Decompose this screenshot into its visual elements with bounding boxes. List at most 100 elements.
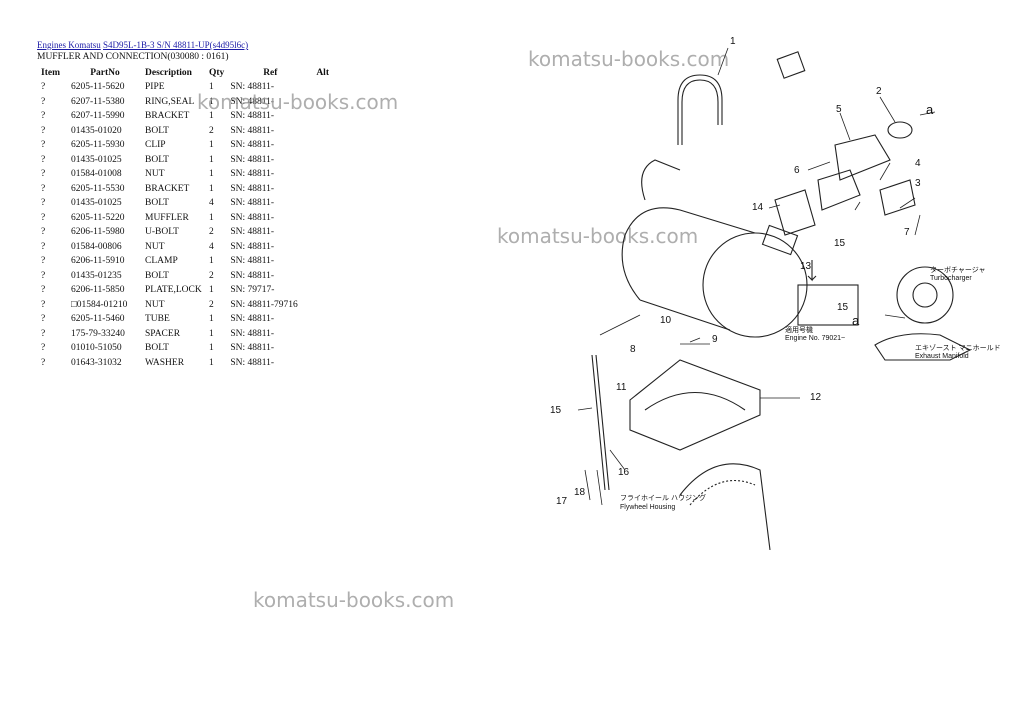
muffler-end [702,232,808,338]
cell-ref: SN: 48811- [230,270,275,281]
muffler-inlet-pipe [641,159,681,201]
cell-partno: 6207-11-5380 [71,96,125,107]
bracket-part [879,179,916,216]
cell-partno: 01435-01025 [71,154,122,165]
callout-number: 1 [730,36,736,47]
cell-description: PLATE,LOCK [145,285,202,296]
cell-alt [313,225,349,240]
cell-partno: 6206-11-5980 [71,227,125,238]
cell-qty: 1 [209,256,214,267]
turbocharger-part [896,266,954,324]
cell-item: ? [41,285,46,296]
manifold-label-en: Exhaust Manifold [915,353,969,360]
flywheel-label-jp: フライホイール ハウジング [620,493,706,502]
callout-number: 11 [616,382,627,393]
watermark: komatsu-books.com [253,588,455,612]
cell-qty: 2 [209,125,214,136]
breadcrumb-link-engines[interactable]: Engines Komatsu [37,40,101,50]
cell-ref: SN: 48811- [230,227,275,238]
callout-number: 14 [752,202,764,213]
cell-partno: 01584-01008 [71,169,122,180]
cell-ref: SN: 48811- [230,169,275,180]
cell-item: ? [41,256,46,267]
cell-partno: 01435-01025 [71,198,122,209]
header-item: Item [41,68,60,78]
breadcrumb: Engines Komatsu S4D95L-1B-3 S/N 48811-UP… [37,40,248,50]
cell-qty: 1 [209,285,214,296]
callout-number: 15 [834,238,846,249]
header-description: Description [145,68,192,78]
detail-arrow [807,260,817,282]
cell-item: ? [41,357,46,368]
cell-partno: □01584-01210 [71,299,128,310]
cell-qty: 1 [209,154,214,165]
callout-number: 4 [915,158,921,169]
cell-description: MUFFLER [145,212,189,223]
cell-alt [313,124,349,139]
cell-alt [313,196,349,211]
muffler-bottom-edge [639,299,731,331]
ring-seal-part [887,121,913,139]
cell-ref: SN: 79717- [230,285,275,296]
callout-number: 8 [630,344,636,355]
muffler-top-edge [624,207,756,236]
cell-description: U-BOLT [145,227,179,238]
header-ref: Ref [263,68,278,78]
callout-number: 7 [904,227,910,238]
cell-partno: 01010-51050 [71,343,122,354]
cell-alt [313,298,349,313]
cell-ref: SN: 48811- [230,328,275,339]
cell-ref: SN: 48811- [230,198,275,209]
cell-partno: 6207-11-5990 [71,111,125,122]
cell-item: ? [41,111,46,122]
manifold-label-jp: エキゾースト マニホールド [915,344,1000,352]
callout-number: 6 [794,165,800,176]
cell-item: ? [41,154,46,165]
turbocharger-hub [912,282,938,308]
cell-description: TUBE [145,314,170,325]
cell-ref: SN: 48811- [230,314,275,325]
muffler-back [621,234,641,301]
cell-alt [313,312,349,327]
cell-description: BOLT [145,154,169,165]
cell-alt [313,80,349,95]
cell-item: ? [41,270,46,281]
callout-number: 5 [836,104,842,115]
cell-alt [313,167,349,182]
breadcrumb-link-model[interactable]: S4D95L-1B-3 S/N 48811-UP(s4d95l6c) [103,40,249,50]
cell-qty: 1 [209,357,214,368]
bracket-lower-part [774,189,816,236]
cell-ref: SN: 48811- [230,256,275,267]
cell-item: ? [41,82,46,93]
turbocharger-label-jp: ターボチャージャ [930,265,985,274]
cell-alt [313,109,349,124]
cell-item: ? [41,241,46,252]
cell-alt [313,327,349,342]
cell-qty: 1 [209,328,214,339]
detail-box [797,284,859,326]
cell-qty: 1 [209,343,214,354]
cell-description: WASHER [145,357,185,368]
callout-number: 17 [556,496,568,507]
cell-alt [313,341,349,356]
clip-part [776,51,806,79]
header-qty: Qty [209,68,225,78]
cell-ref: SN: 48811- [230,111,275,122]
cell-description: CLIP [145,140,166,151]
stand-cradle [644,392,746,411]
cell-partno: 6205-11-5620 [71,82,125,93]
cell-ref: SN: 48811- [230,154,275,165]
callout-number: 2 [876,86,882,97]
